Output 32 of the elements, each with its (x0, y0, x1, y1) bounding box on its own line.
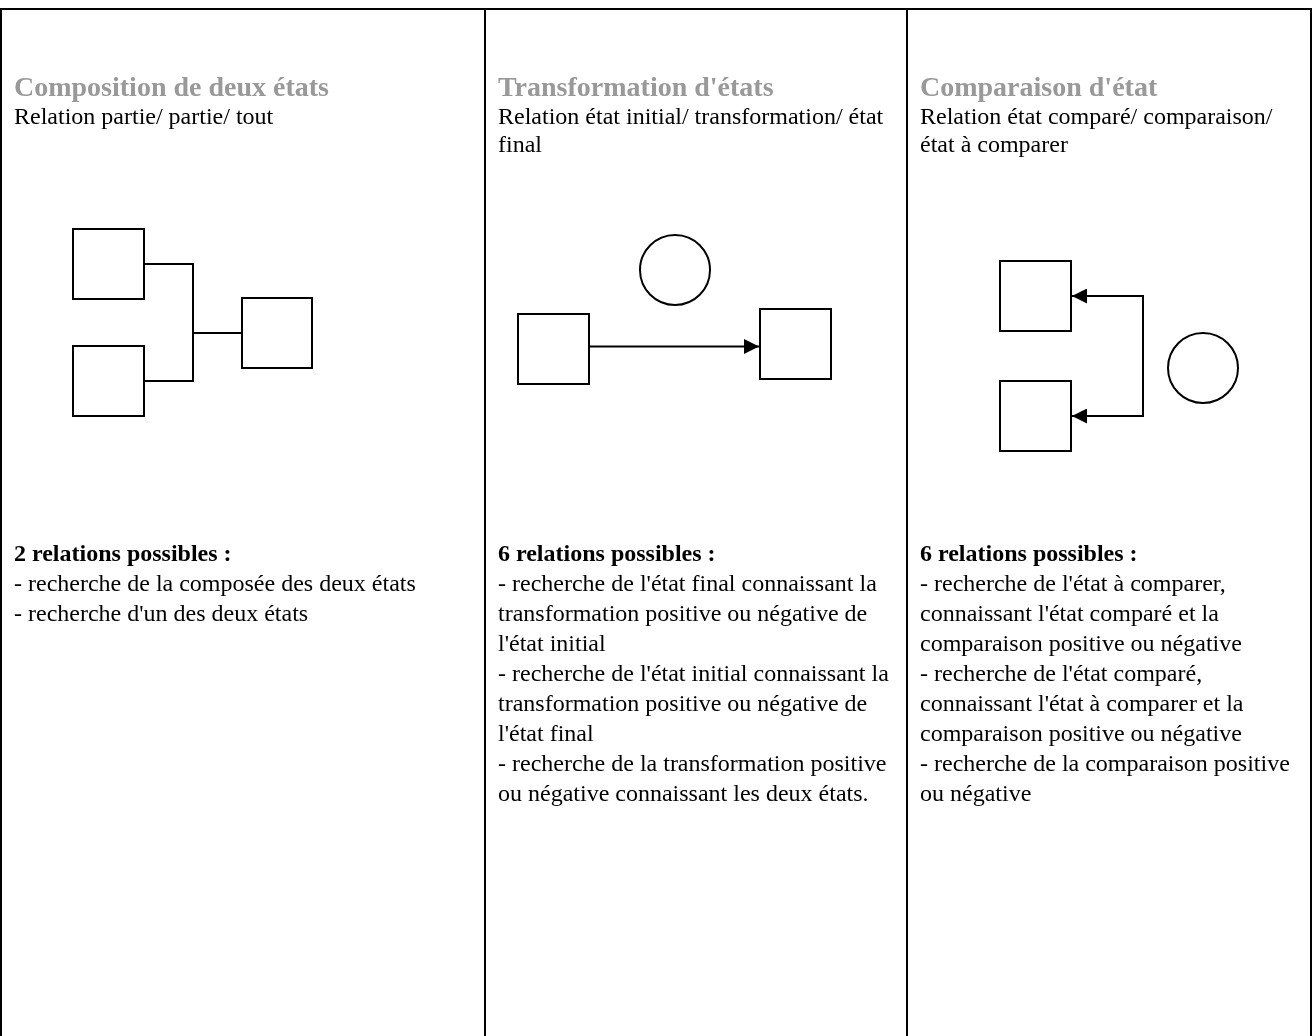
relation-item: - recherche de l'état initial connaissant la transformation positive ou négative de l'état final (498, 659, 890, 748)
relations-heading: 2 relations possibles : (14, 539, 233, 568)
table-column (906, 8, 1312, 1036)
column-heading: Composition de deux états (14, 72, 330, 102)
relation-item: - recherche de l'état à comparer, connaissant l'état comparé et la comparaison positive ou négative (920, 569, 1243, 658)
relation-item: - recherche d'un des deux états (14, 599, 310, 628)
square-box (241, 297, 313, 369)
relations-heading: 6 relations possibles : (920, 539, 1139, 568)
relation-item: - recherche de l'état comparé, connaissant l'état à comparer et la comparaison positive ou négative (920, 659, 1245, 748)
relation-item: - recherche de l'état final connaissant la transformation positive ou négative de l'état initial (498, 569, 878, 658)
circle-shape (1167, 332, 1239, 404)
bracket-connector (144, 332, 242, 382)
relation-item: - recherche de la comparaison positive ou négative (920, 749, 1291, 808)
column-subtitle: Relation état initial/ transformation/ état final (498, 102, 885, 158)
relation-item: - recherche de la transformation positive ou négative connaissant les deux états. (498, 749, 888, 808)
square-box (999, 260, 1072, 332)
circle-shape (639, 234, 711, 306)
column-subtitle: Relation partie/ partie/ tout (14, 102, 275, 130)
square-box (999, 380, 1072, 452)
arrow (1071, 288, 1144, 424)
table-column (484, 8, 906, 1036)
arrow (589, 339, 760, 354)
square-box (759, 308, 832, 380)
square-box (72, 345, 145, 417)
column-heading: Comparaison d'état (920, 72, 1159, 102)
column-subtitle: Relation état comparé/ comparaison/ état à comparer (920, 102, 1274, 158)
square-box (72, 228, 145, 300)
relation-item: - recherche de la composée des deux états (14, 569, 417, 598)
relations-heading: 6 relations possibles : (498, 539, 717, 568)
column-heading: Transformation d'états (498, 72, 775, 102)
square-box (517, 313, 590, 385)
table-column (0, 8, 484, 1036)
